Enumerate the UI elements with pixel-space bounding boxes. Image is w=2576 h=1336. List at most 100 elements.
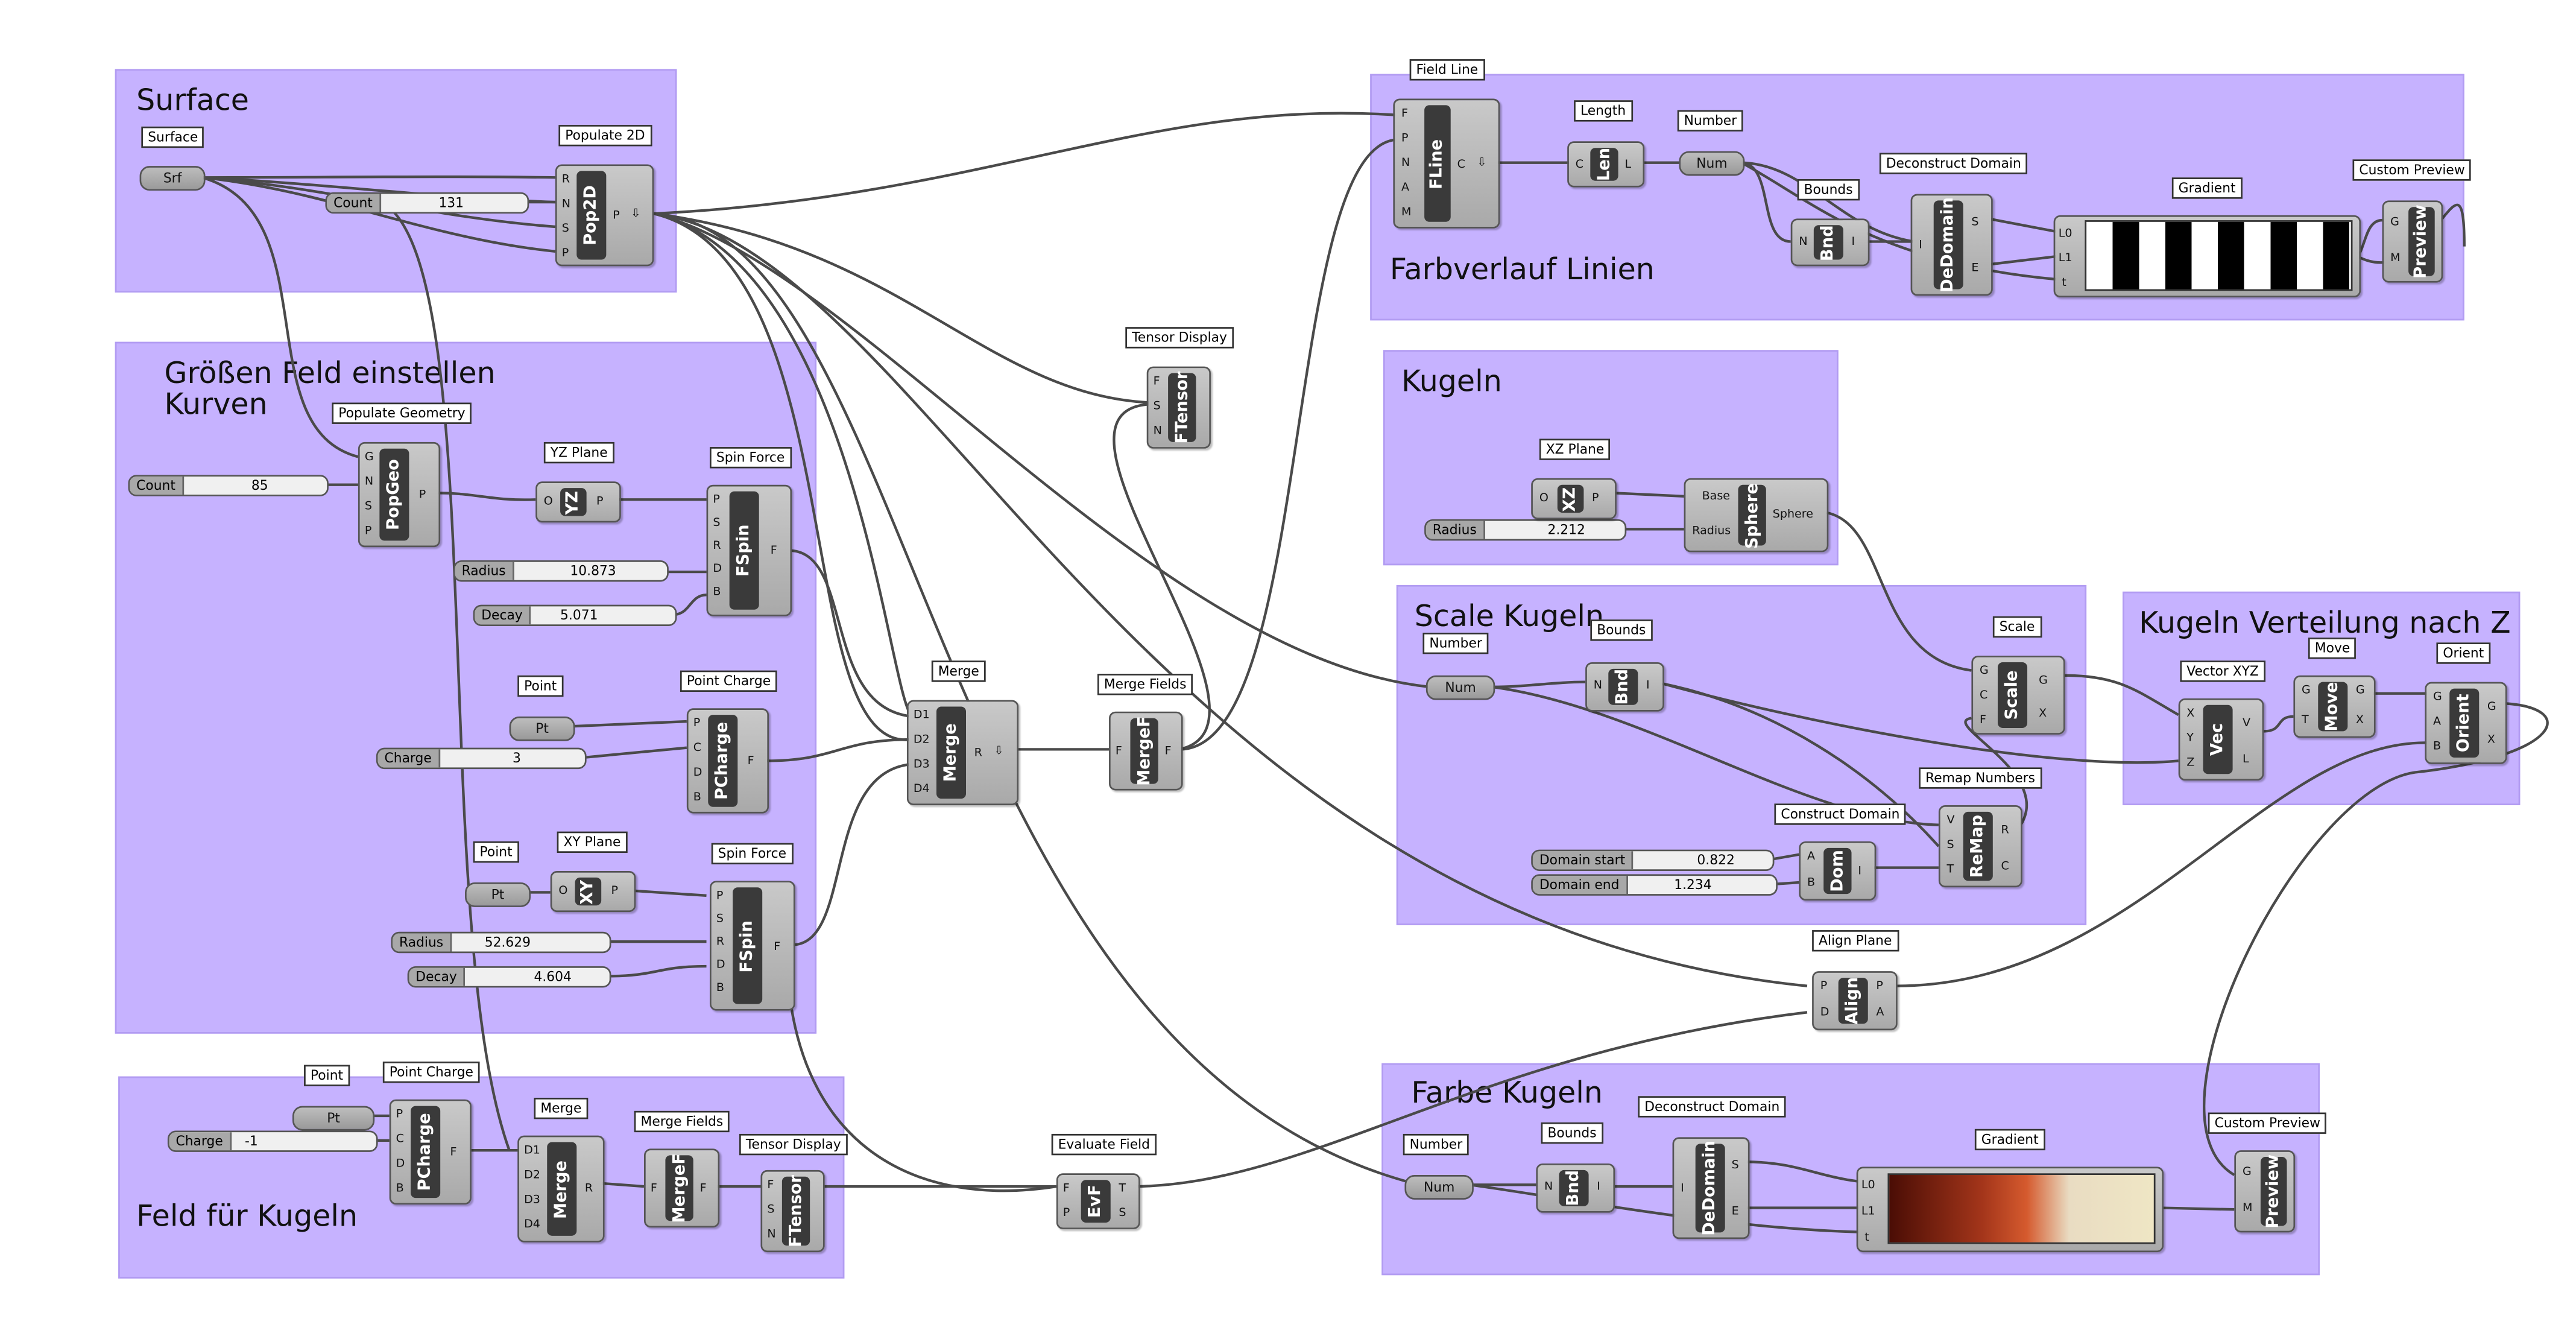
gradient-component[interactable]: L0 L1 t [1856,1167,2164,1253]
slider-label: Count [327,194,381,212]
port-label: D2 [524,1168,540,1182]
component-core: Orient [2449,688,2480,758]
port-label: F [1115,744,1122,758]
port-label: R [561,173,570,186]
domain-end-slider[interactable]: Domain end 1.234 [1531,874,1778,896]
yz-plane-component[interactable]: O YZ P [535,481,621,523]
point-param[interactable]: Pt [465,882,531,907]
slider-label: Domain end [1532,876,1628,894]
orient-component[interactable]: G A B Orient G X [2425,682,2507,764]
charge-slider[interactable]: Charge 3 [376,747,587,770]
number-param[interactable]: Num [1404,1175,1474,1200]
component-name: FSpin [738,919,757,972]
point-param[interactable]: Pt [292,1106,375,1131]
point-param[interactable]: Pt [509,716,575,741]
tensor-display-component[interactable]: F S N FTensor [760,1170,825,1253]
deconstruct-domain-component[interactable]: I DeDomain S E [1910,194,1993,296]
gradient-preview[interactable] [1887,1173,2156,1244]
port-label: X [2487,733,2495,746]
component-core: Dom [1823,847,1852,894]
port-label: N [1593,679,1603,692]
domain-start-slider[interactable]: Domain start 0.822 [1531,849,1775,871]
number-param[interactable]: Num [1425,675,1495,700]
port-label: G [2390,215,2399,229]
component-name: PCharge [713,721,732,800]
tensor-display-component[interactable]: F S N FTensor [1146,366,1211,449]
port-label: L [2242,752,2249,766]
merge-component[interactable]: D1 D2 D3 D4 Merge R [517,1135,605,1243]
port-label: F [747,754,754,768]
point-charge-component[interactable]: P C D B PCharge F [389,1099,472,1205]
port-label: C [1575,157,1584,171]
component-core: Scale [1997,662,2028,728]
xz-plane-component[interactable]: O XZ P [1531,478,1617,519]
count-slider[interactable]: Count 131 [325,192,529,214]
slider-label: Radius [455,562,514,580]
custom-preview-component[interactable]: G M Preview [2382,200,2443,283]
charge-slider[interactable]: Charge -1 [167,1130,378,1152]
radius-slider[interactable]: Radius 10.873 [453,560,669,582]
component-name: YZ [564,490,582,514]
component-core: XZ [1557,484,1584,513]
decay-slider[interactable]: Decay 4.604 [407,966,611,988]
port-label: D3 [524,1192,540,1206]
port-label: I [1681,1181,1684,1195]
vector-xyz-component[interactable]: X Y Z Vec V L [2178,698,2264,781]
port-label: D1 [524,1144,540,1157]
port-label: R [716,935,725,949]
port-label: A [1807,849,1816,863]
field-line-component[interactable]: F P N A M FLine C ⇩ [1393,98,1500,229]
populate-geometry-component[interactable]: G N S P PopGeo P [358,442,441,548]
component-core: Vec [2203,704,2233,774]
align-plane-component[interactable]: P D Align P A [1812,971,1898,1031]
remap-numbers-component[interactable]: V S T ReMap R C [1938,805,2022,888]
scale-component[interactable]: G C F Scale G X [1971,656,2065,735]
sphere-component[interactable]: Base Radius Sphere Sphere [1684,478,1829,552]
populate-2d-component[interactable]: R N S P Pop2D P ⇩ [555,164,654,267]
evaluate-field-component[interactable]: F P EvF T S [1056,1173,1140,1229]
component-name: Move [2323,682,2342,732]
tag-field-line: Field Line [1409,59,1485,81]
slider-value: 131 [438,195,464,211]
bounds-component[interactable]: N Bnd I [1536,1163,1615,1213]
component-name: DeDomain [1701,1140,1720,1236]
radius-slider[interactable]: Radius 52.629 [391,931,611,954]
port-label: B [716,981,724,995]
tag-bounds-1: Bounds [1797,179,1860,201]
component-core: DeDomain [1695,1141,1725,1236]
tag-vector-xyz: Vector XYZ [2180,660,2265,682]
length-component[interactable]: C Len L [1567,141,1645,188]
spin-force-component[interactable]: P S R D B FSpin F [706,484,792,616]
point-charge-component[interactable]: P C D B PCharge F [686,708,769,814]
tag-point-1: Point [517,675,564,697]
tag-spin-force-1: Spin Force [709,447,792,469]
custom-preview-component[interactable]: G M Preview [2234,1150,2296,1233]
surface-param[interactable]: Srf [139,166,206,191]
merge-fields-component[interactable]: F MergeF F [1109,711,1183,791]
gradient-preview[interactable] [2085,220,2353,291]
slider-value: 10.873 [570,563,616,579]
slider-value: 1.234 [1674,877,1712,893]
tag-deconstruct-domain-2: Deconstruct Domain [1638,1096,1787,1118]
decay-slider[interactable]: Decay 5.071 [473,604,677,627]
merge-fields-component[interactable]: F MergeF F [644,1148,720,1228]
gradient-component[interactable]: L0 L1 t [2053,215,2361,298]
component-name: MergeF [670,1153,689,1223]
construct-domain-component[interactable]: A B Dom I [1799,841,1877,901]
merge-component[interactable]: D1 D2 D3 D4 Merge R ⇩ [906,700,1019,806]
port-label: X [2186,706,2195,720]
port-label: S [1946,838,1954,852]
bounds-component[interactable]: N Bnd I [1790,218,1870,267]
count-slider[interactable]: Count 85 [128,475,329,496]
spin-force-component[interactable]: P S R D B FSpin F [709,881,795,1011]
radius-slider[interactable]: Radius 2.212 [1424,519,1627,541]
tag-point-3: Point [304,1065,350,1086]
bounds-component[interactable]: N Bnd I [1585,662,1664,712]
move-component[interactable]: G T Move G X [2293,675,2376,738]
number-param[interactable]: Num [1679,151,1745,176]
port-label: t [2062,276,2066,290]
component-name: Bnd [1614,668,1632,705]
deconstruct-domain-component[interactable]: I DeDomain S E [1672,1137,1750,1239]
xy-plane-component[interactable]: O XY P [550,870,636,913]
